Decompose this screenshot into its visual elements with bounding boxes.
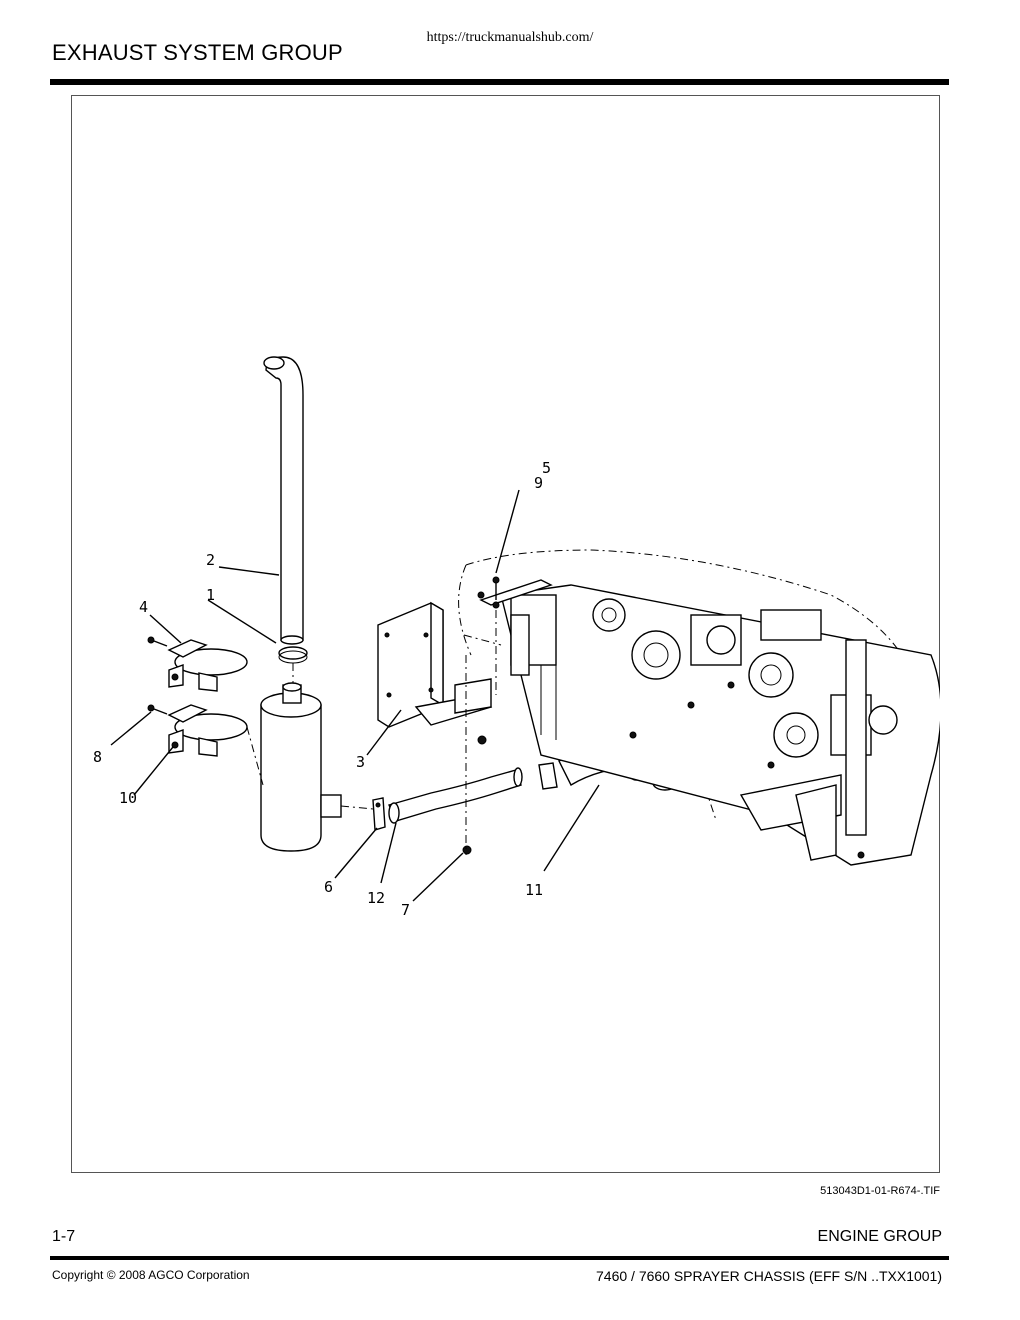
- exhaust-gasket: [372, 797, 386, 831]
- muffler-band-clamp-upper: [167, 639, 248, 692]
- muffler-band-clamp-lower: [167, 704, 248, 757]
- muffler-mounting-bracket: [377, 601, 493, 728]
- callout-7: 7: [401, 901, 410, 919]
- exhaust-parts-diagram: 2 1 4 5 9 3 8 10 6 12 7 11: [93, 356, 940, 919]
- callout-10: 10: [119, 789, 137, 807]
- callout-2: 2: [206, 551, 215, 569]
- callout-12: 12: [367, 889, 385, 907]
- callout-5: 5: [542, 459, 551, 477]
- copyright-notice: Copyright © 2008 AGCO Corporation: [52, 1268, 250, 1282]
- engine-assembly: [479, 579, 940, 866]
- header-rule: [50, 79, 949, 85]
- page-title: EXHAUST SYSTEM GROUP: [52, 40, 343, 65]
- callout-3: 3: [356, 753, 365, 771]
- footer-rule: [50, 1256, 949, 1260]
- callout-labels: 2 1 4 5 9 3 8 10 6 12 7 11: [93, 459, 551, 919]
- callout-4: 4: [139, 598, 148, 616]
- callout-6: 6: [324, 878, 333, 896]
- exhaust-stack: [263, 356, 304, 645]
- exhaust-flex-pipe: [388, 767, 523, 824]
- source-url: https://truckmanualshub.com/: [426, 30, 594, 45]
- callout-leaders: [110, 489, 600, 902]
- callout-8: 8: [93, 748, 102, 766]
- callout-11: 11: [525, 881, 543, 899]
- figure-frame: [71, 95, 940, 1173]
- section-name: ENGINE GROUP: [817, 1228, 942, 1245]
- page-number: 1-7: [52, 1228, 76, 1245]
- stack-clamp: [278, 646, 308, 664]
- figure-file-reference: 513043D1-01-R674-.TIF: [820, 1185, 940, 1197]
- callout-9: 9: [534, 474, 543, 492]
- callout-1: 1: [206, 586, 215, 604]
- model-designation: 7460 / 7660 SPRAYER CHASSIS (EFF S/N ..T…: [596, 1268, 942, 1284]
- muffler: [260, 682, 342, 852]
